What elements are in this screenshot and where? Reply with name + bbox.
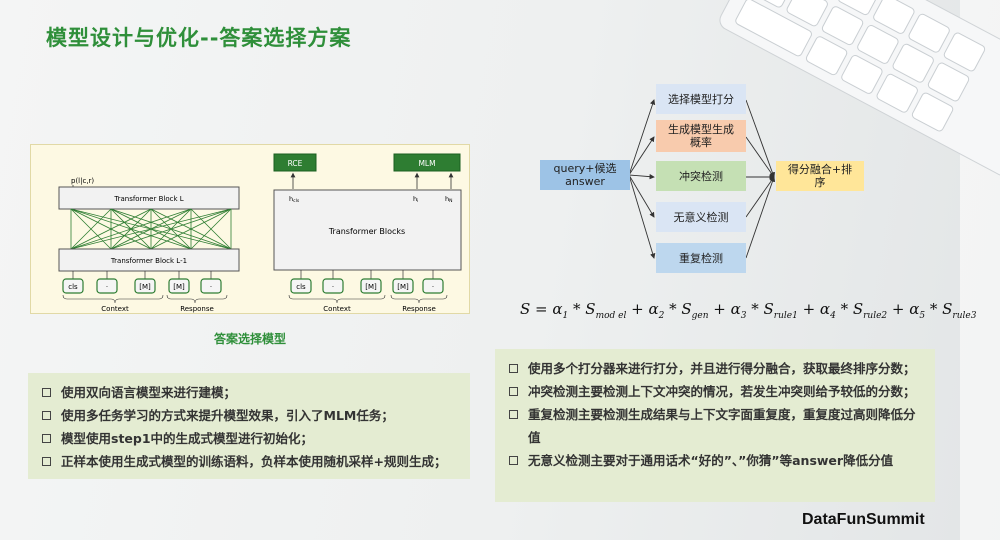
token-box (322, 278, 344, 294)
transformer-blocks-label: Transformer Blocks (328, 227, 405, 236)
keyboard-decoration (719, 0, 1000, 177)
rce-label: RCE (288, 159, 303, 168)
flow-node-label: 生成模型生成 概率 (668, 123, 734, 149)
scoring-flow-connectors (628, 99, 776, 259)
bullet-item: 使用双向语言模型来进行建模； (38, 381, 460, 404)
bullet-text: 使用双向语言模型来进行建模； (61, 385, 237, 400)
rce-head (273, 153, 317, 172)
checkbox-bullet-icon (42, 388, 51, 397)
token-box (134, 278, 156, 294)
bullet-text: 正样本使用生成式模型的训练语料，负样本使用随机采样+规则生成； (61, 454, 447, 469)
flow-node-repeat-detect: 重复检测 (656, 243, 746, 273)
checkbox-bullet-icon (509, 410, 518, 419)
bullet-text: 模型使用step1中的生成式模型进行初始化； (61, 431, 314, 446)
checkbox-bullet-icon (42, 457, 51, 466)
bullet-item: 使用多任务学习的方式来提升模型效果，引入了MLM任务； (38, 404, 460, 427)
mlm-label: MLM (418, 159, 435, 168)
flow-output-node: 得分融合+排 序 (776, 161, 864, 191)
checkbox-bullet-icon (509, 456, 518, 465)
token-label: · (210, 283, 212, 291)
flow-node-meaningless-detect: 无意义检测 (656, 202, 746, 232)
right-context-label: Context (323, 305, 351, 313)
token-box (290, 278, 312, 294)
brand-logo-text: DataFunSummit (802, 511, 925, 528)
bullet-item: 模型使用step1中的生成式模型进行初始化； (38, 427, 460, 450)
attention-connections (70, 208, 232, 250)
score-fusion-formula: S = α1 * Smod el + α2 * Sgen + α3 * Srul… (520, 300, 977, 321)
left-context-label: Context (101, 305, 129, 313)
flow-node-generation-prob: 生成模型生成 概率 (656, 120, 746, 152)
flow-node-conflict-detect: 冲突检测 (656, 161, 746, 191)
flow-input-node: query+候选 answer (540, 160, 630, 190)
bullet-text: 使用多任务学习的方式来提升模型效果，引入了MLM任务； (61, 408, 394, 423)
token-label: [M] (173, 283, 185, 291)
bullet-item: 冲突检测主要检测上下文冲突的情况，若发生冲突则给予较低的分数； (505, 380, 925, 403)
flow-node-selection-score: 选择模型打分 (656, 84, 746, 114)
token-label: · (432, 283, 434, 291)
flow-input-label: query+候选 answer (553, 162, 617, 188)
checkbox-bullet-icon (509, 364, 518, 373)
right-bullet-panel: 使用多个打分器来进行打分，并且进行得分融合，获取最终排序分数； 冲突检测主要检测上… (495, 349, 935, 502)
bullet-text: 冲突检测主要检测上下文冲突的情况，若发生冲突则给予较低的分数； (528, 384, 916, 399)
bullet-item: 正样本使用生成式模型的训练语料，负样本使用随机采样+规则生成； (38, 450, 460, 473)
flow-node-label: 无意义检测 (673, 210, 729, 224)
prob-label: p(l|c,r) (71, 177, 94, 185)
token-label: · (106, 283, 108, 291)
mlm-head (393, 153, 461, 172)
bullet-text: 重复检测主要检测生成结果与上下文字面重复度，重复度过高则降低分值 (528, 407, 916, 445)
h-cls-label: hcls (289, 195, 300, 204)
flow-node-label: 重复检测 (679, 251, 723, 265)
left-response-label: Response (180, 305, 214, 313)
token-box (96, 278, 118, 294)
h-n-label: hN (445, 195, 453, 204)
bullet-item: 无意义检测主要对于通用话术“好的”、”你猜”等answer降低分值 (505, 449, 925, 472)
right-response-label: Response (402, 305, 436, 313)
bullet-text: 使用多个打分器来进行打分，并且进行得分融合，获取最终排序分数； (528, 361, 916, 376)
model-architecture-svg: p(l|c,r) Transformer Block L Transformer… (58, 153, 462, 313)
page-title: 模型设计与优化--答案选择方案 (46, 26, 352, 50)
answer-selection-model-diagram: p(l|c,r) Transformer Block L Transformer… (30, 144, 470, 314)
token-box (422, 278, 444, 294)
checkbox-bullet-icon (42, 411, 51, 420)
flow-output-label: 得分融合+排 序 (787, 163, 853, 189)
checkbox-bullet-icon (42, 434, 51, 443)
h-i-label: hi (413, 195, 418, 204)
left-token-row: cls · [M] [M] · (62, 278, 222, 294)
transformer-block-bottom (58, 248, 240, 272)
left-bullet-panel: 使用双向语言模型来进行建模； 使用多任务学习的方式来提升模型效果，引入了MLM任务… (28, 373, 470, 479)
diagram-caption: 答案选择模型 (213, 332, 286, 346)
token-label: [M] (139, 283, 151, 291)
token-box (168, 278, 190, 294)
token-label: · (332, 283, 334, 291)
transformer-block-top (58, 186, 240, 210)
token-label: cls (296, 283, 306, 291)
token-box (62, 278, 84, 294)
transformer-block-top-label: Transformer Block L (113, 195, 183, 203)
bullet-item: 使用多个打分器来进行打分，并且进行得分融合，获取最终排序分数； (505, 357, 925, 380)
bullet-text: 无意义检测主要对于通用话术“好的”、”你猜”等answer降低分值 (528, 453, 894, 468)
token-box (200, 278, 222, 294)
flow-node-label: 选择模型打分 (668, 92, 734, 106)
checkbox-bullet-icon (509, 387, 518, 396)
transformer-blocks (273, 189, 462, 271)
bullet-item: 重复检测主要检测生成结果与上下文字面重复度，重复度过高则降低分值 (505, 403, 925, 449)
token-label: cls (68, 283, 78, 291)
token-box (360, 278, 382, 294)
right-token-row: cls · [M] [M] · (290, 278, 444, 294)
flow-node-label: 冲突检测 (679, 169, 723, 183)
token-label: [M] (397, 283, 409, 291)
token-label: [M] (365, 283, 377, 291)
transformer-block-bottom-label: Transformer Block L-1 (110, 257, 187, 265)
token-box (392, 278, 414, 294)
